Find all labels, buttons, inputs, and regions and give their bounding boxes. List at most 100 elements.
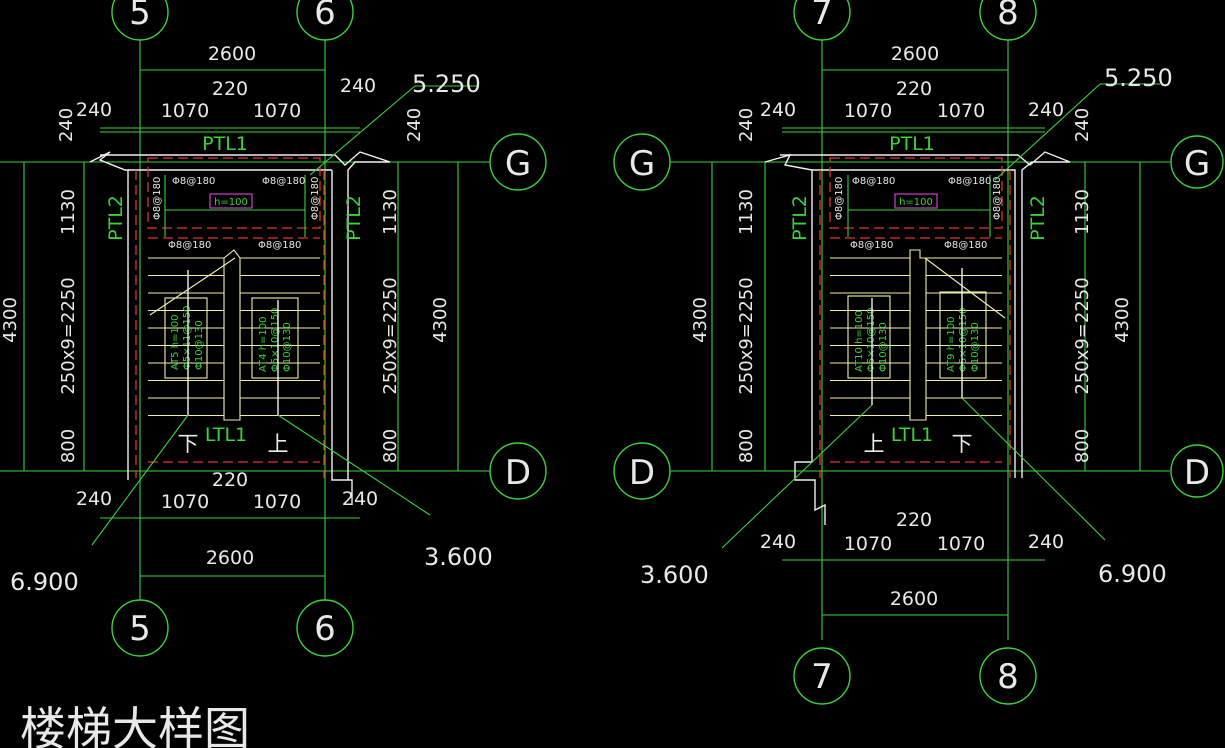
dim-bot-240b: 240 <box>342 488 378 510</box>
dim-bot-total: 2600 <box>206 547 254 569</box>
at9-label-2: Φ5×10@150 <box>958 308 969 372</box>
right-stair-plan: 7 8 7 8 G D G D 2600 220 240 240 1070 10… <box>613 0 1224 705</box>
axis-bubble-6-top <box>296 0 354 41</box>
elev-bl: 6.900 <box>10 568 79 596</box>
rebar-label-r-3: Φ8@180 <box>834 177 845 220</box>
wall-right <box>331 170 353 505</box>
dim-bot-220: 220 <box>212 469 248 491</box>
wall-left-r <box>764 153 826 525</box>
axis-bubble-g-left <box>613 133 671 191</box>
rebar-label-3: Φ8@180 <box>152 177 163 220</box>
elev-br: 3.600 <box>424 543 493 571</box>
rebar-label-r-4: Φ8@180 <box>992 177 1003 220</box>
landing-slab-left <box>147 157 321 229</box>
ptl2-label-b-r: PTL2 <box>1027 195 1049 241</box>
dim-top-mid-r: 220 <box>896 78 932 100</box>
elev-leader-top-r <box>994 83 1101 181</box>
axis-label-7-top: 7 <box>811 0 833 33</box>
wall-inner-r <box>812 169 1016 478</box>
axis-label-7-bottom: 7 <box>811 657 833 697</box>
axis-label-g-left: G <box>629 144 655 184</box>
v-1130b: 1130 <box>380 189 401 235</box>
dim-bot-240a-r: 240 <box>760 531 796 553</box>
axis-label-d-left: D <box>629 453 655 493</box>
axis-bubble-6-bottom <box>296 599 354 657</box>
axis-label-g-right2: G <box>1184 144 1210 184</box>
rebar-label-r-2: Φ8@180 <box>948 176 991 187</box>
axis-bubble-7-bottom <box>793 647 851 705</box>
v-800b: 800 <box>380 429 401 463</box>
dim-top-mid: 220 <box>212 78 248 100</box>
left-stair-plan: 5 6 5 6 G D 2600 220 240 240 1070 1070 2… <box>0 0 547 657</box>
dim-top-total: 2600 <box>208 43 256 65</box>
at4-box <box>251 297 299 379</box>
dim-bot-total-r: 2600 <box>890 588 938 610</box>
at4-label-1: AT4 h=100 <box>258 316 269 372</box>
axis-bubble-d-right2 <box>1170 444 1224 498</box>
axis-bubble-g-right <box>489 133 547 191</box>
dim-top-1070b-r: 1070 <box>937 100 985 122</box>
at9-label-3: Φ10@130 <box>970 322 981 372</box>
handrail-left <box>223 249 241 421</box>
v-1130b-r: 1130 <box>1072 189 1093 235</box>
v-240a: 240 <box>56 108 77 142</box>
axis-bubble-8-bottom <box>979 647 1037 705</box>
at9-label-1: AT9 h=100 <box>946 316 957 372</box>
axis-bubble-7-top <box>793 0 851 41</box>
elev-bl-r: 3.600 <box>640 561 709 589</box>
right-stair-steps <box>830 257 1002 417</box>
elev-br-r: 6.900 <box>1098 560 1167 588</box>
ltl1-label: LTL1 <box>205 424 247 446</box>
rebar-label-r-1: Φ8@180 <box>852 176 895 187</box>
stair-break-right <box>924 257 1006 319</box>
elev-leader-bl <box>91 414 189 546</box>
axis-bubble-g-right2 <box>1170 135 1224 189</box>
up-label: 上 <box>268 432 289 456</box>
handrail-right <box>909 249 927 421</box>
rebar-label-4: Φ8@180 <box>310 177 321 220</box>
v-240b: 240 <box>404 108 425 142</box>
h100-box <box>209 193 253 209</box>
left-stair-steps <box>148 257 320 417</box>
axis-label-d-right2: D <box>1184 453 1210 493</box>
axis-bubble-5-bottom <box>111 599 169 657</box>
at9-box <box>939 291 987 379</box>
at10-label-1: AT10 h=100 <box>854 310 865 372</box>
elev-top-r: 5.250 <box>1104 64 1173 92</box>
ptl2-label-a-r: PTL2 <box>789 195 811 241</box>
v-4300b: 4300 <box>430 297 451 343</box>
dim-top-1070a: 1070 <box>161 100 209 122</box>
axis-label-8-top: 8 <box>997 0 1019 33</box>
ptl1-label-r: PTL1 <box>889 133 935 155</box>
at10-box <box>847 295 891 379</box>
h100-label-r: h=100 <box>899 197 933 208</box>
h100-box-r <box>894 193 938 209</box>
v-4300b-r: 4300 <box>1112 297 1133 343</box>
dim-bot-1070a: 1070 <box>161 491 209 513</box>
elev-leader-br-r <box>961 397 1106 541</box>
dim-bot-1070b: 1070 <box>253 491 301 513</box>
dim-bot-1070b-r: 1070 <box>937 533 985 555</box>
ltl1-label-r: LTL1 <box>891 424 933 446</box>
dim-bot-240a: 240 <box>76 488 112 510</box>
at4-label-3: Φ10@130 <box>282 322 293 372</box>
rebar-label-2: Φ8@180 <box>262 176 305 187</box>
rebar-label-r-6: Φ8@180 <box>944 240 987 251</box>
v-800a: 800 <box>58 429 79 463</box>
dim-top-240b: 240 <box>340 75 376 97</box>
v-flight-b: 250x9=2250 <box>380 277 401 394</box>
elev-top: 5.250 <box>412 70 481 98</box>
dim-top-240a-r: 240 <box>760 99 796 121</box>
v-240b-r: 240 <box>1072 108 1093 142</box>
h100-label: h=100 <box>214 197 248 208</box>
at4-label-2: Φ5×10@150 <box>270 308 281 372</box>
v-4300a: 4300 <box>0 297 21 343</box>
v-1130a-r: 1130 <box>736 189 757 235</box>
dim-top-1070a-r: 1070 <box>844 100 892 122</box>
axis-label-d-right: D <box>505 453 531 493</box>
v-flight-b-r: 250x9=2250 <box>1072 277 1093 394</box>
ptl2-label-b: PTL2 <box>343 195 365 241</box>
v-240a-r: 240 <box>736 108 757 142</box>
